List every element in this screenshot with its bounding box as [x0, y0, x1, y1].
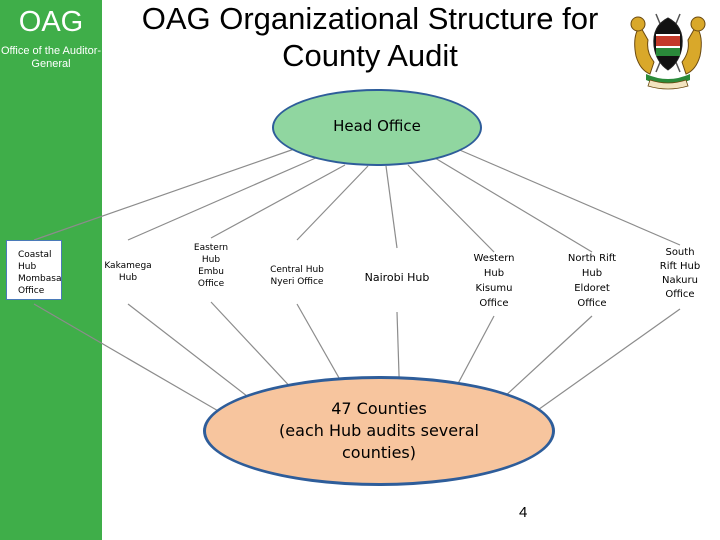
- connector-head-to-hub: [127, 156, 319, 241]
- slide-title: OAG Organizational Structure for County …: [141, 1, 599, 73]
- connector-head-to-hub: [434, 157, 593, 253]
- connector-head-to-hub: [210, 164, 346, 239]
- counties-line-1: 47 Counties: [331, 399, 427, 418]
- connector-hub-to-counties: [127, 303, 266, 411]
- hub-box-coastal: [6, 240, 62, 300]
- head-office-node: [272, 89, 482, 166]
- connector-head-to-hub: [385, 165, 398, 249]
- hub-line: Mombasa: [18, 274, 62, 284]
- hub-line: Embu: [198, 267, 224, 277]
- hub-line: Hub: [581, 268, 603, 279]
- connector-head-to-hub: [296, 165, 369, 241]
- hub-line: Office: [665, 289, 695, 300]
- hub-line: Office: [577, 298, 607, 309]
- brand-acronym: OAG: [18, 6, 84, 38]
- hub-line: Hub: [18, 262, 37, 272]
- page-number: 4: [519, 504, 528, 521]
- hub-line: Central Hub: [270, 265, 324, 275]
- connector-head-to-hub: [454, 147, 681, 246]
- hub-line: Hub: [201, 255, 221, 265]
- hub-line: Kakamega: [104, 261, 152, 271]
- hub-line: Eastern: [193, 243, 229, 253]
- connector-head-to-hub: [33, 146, 301, 241]
- hub-line: Office: [479, 298, 509, 309]
- connector-hub-to-counties: [534, 308, 681, 413]
- hub-line: Nairobi Hub: [364, 271, 430, 284]
- counties-line-2: (each Hub audits several: [279, 421, 479, 440]
- counties-node: [203, 376, 555, 486]
- hub-line: Western: [473, 253, 515, 264]
- counties-label: 47 Counties (each Hub audits several cou…: [213, 398, 545, 464]
- head-office-label: Head Office: [333, 117, 421, 135]
- hub-line: North Rift: [567, 253, 617, 264]
- hub-line: Office: [197, 279, 225, 289]
- hub-line: Kisumu: [475, 283, 513, 294]
- hub-line: Rift Hub: [659, 261, 701, 272]
- hub-line: Nyeri Office: [270, 277, 324, 287]
- hub-line: Hub: [483, 268, 505, 279]
- hub-line: Hub: [118, 273, 138, 283]
- hub-line: Coastal: [18, 250, 52, 260]
- connector-head-to-hub: [407, 164, 495, 253]
- connector-hub-to-counties: [33, 303, 221, 413]
- brand-full-name: Office of the Auditor-General: [0, 45, 102, 70]
- hub-line: Nakuru: [662, 275, 698, 286]
- hub-line: Office: [18, 286, 45, 296]
- hub-line: Eldoret: [574, 283, 610, 294]
- coat-of-arms-icon: [630, 13, 706, 90]
- counties-line-3: counties): [341, 443, 416, 462]
- hub-line: South: [665, 247, 695, 258]
- hub-label-nairobi: Nairobi Hub: [360, 271, 434, 285]
